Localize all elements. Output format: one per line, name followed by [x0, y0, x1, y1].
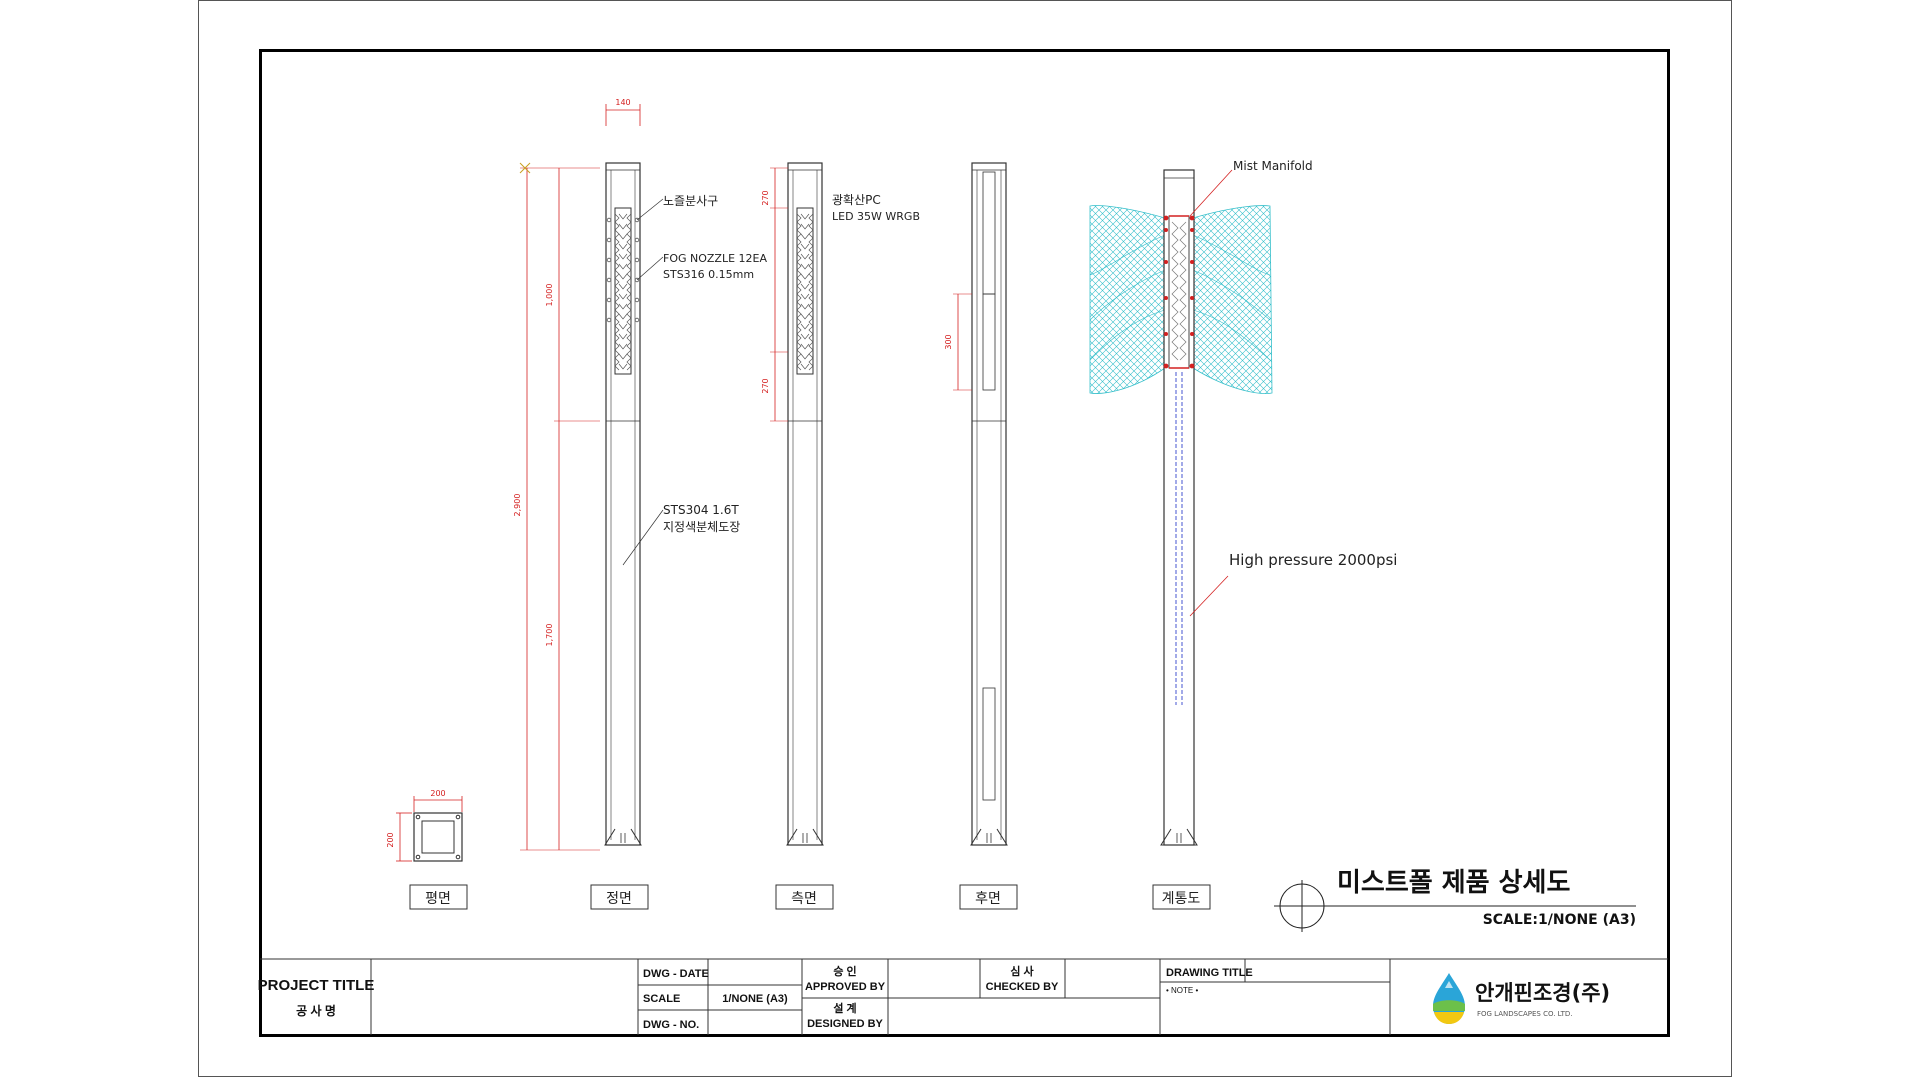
scale-value: 1/NONE (A3) [722, 993, 788, 1005]
front-view: 140 2,900 1,000 1,700 [513, 98, 767, 851]
designed-kr: 설 계 [833, 1001, 856, 1015]
scale-note: SCALE:1/NONE (A3) [1483, 912, 1636, 928]
plan-view: 200 200 [386, 789, 463, 862]
designed-label: DESIGNED BY [807, 1018, 883, 1030]
light-diffuser-label: 광확산PC [832, 193, 881, 207]
caption-side: 측면 [791, 891, 817, 907]
approved-label: APPROVED BY [805, 981, 886, 993]
caption-plan: 평면 [425, 891, 451, 907]
dwg-no-label: DWG - NO. [643, 1019, 699, 1031]
checked-label: CHECKED BY [986, 981, 1059, 993]
caption-front: 정면 [606, 891, 632, 907]
sheet-title: 미스트폴 제품 상세도 [1337, 868, 1570, 898]
scale-label: SCALE [643, 993, 680, 1005]
plan-height-dim: 200 [386, 832, 395, 847]
drawing-frame [259, 49, 1670, 1037]
back-panel-dim: 300 [944, 334, 953, 349]
view-captions: 평면 정면 측면 후면 계통도 [409, 884, 1211, 910]
total-height-dim: 2,900 [513, 494, 522, 517]
pole-material-label: STS304 1.6T [663, 503, 739, 517]
top-width-dim: 140 [615, 98, 630, 107]
approved-kr: 승 인 [833, 964, 856, 978]
side-bottom-dim: 270 [761, 378, 770, 393]
note-label: • NOTE • [1166, 986, 1198, 995]
upper-height-dim: 1,000 [545, 284, 554, 307]
high-pressure-label: High pressure 2000psi [1229, 551, 1397, 569]
project-title-label: PROJECT TITLE [258, 977, 375, 994]
nozzle-outlet-label: 노즐분사구 [663, 194, 718, 208]
lower-height-dim: 1,700 [545, 624, 554, 647]
fog-nozzle-spec-label: STS316 0.15mm [663, 268, 754, 281]
plan-width-dim: 200 [430, 789, 445, 798]
title-block [260, 958, 1668, 1035]
side-top-dim: 270 [761, 190, 770, 205]
company-name-kr: 안개핀조경(주) [1475, 981, 1610, 1005]
drawing-title-label: DRAWING TITLE [1166, 967, 1253, 979]
caption-back: 후면 [975, 891, 1001, 907]
mist-manifold-label: Mist Manifold [1233, 159, 1313, 173]
sheet-title-block: 미스트폴 제품 상세도 SCALE:1/NONE (A3) [1274, 868, 1636, 932]
company-logo [1433, 973, 1465, 1024]
system-diagram: Mist Manifold High pressure 2000psi [1089, 159, 1397, 846]
side-view: 270 270 광확산PC LED 35W WRGB [761, 162, 920, 846]
caption-system: 계통도 [1162, 891, 1201, 907]
fog-nozzle-label: FOG NOZZLE 12EA [663, 252, 767, 265]
back-view: 300 [944, 162, 1008, 846]
company-name-en: FOG LANDSCAPES CO. LTD. [1477, 1010, 1572, 1018]
checked-kr: 심 사 [1010, 964, 1034, 978]
project-title-kr: 공 사 명 [296, 1003, 336, 1018]
dwg-date-label: DWG - DATE [643, 968, 709, 980]
led-spec-label: LED 35W WRGB [832, 210, 920, 223]
pole-coating-label: 지정색분체도장 [663, 520, 740, 534]
